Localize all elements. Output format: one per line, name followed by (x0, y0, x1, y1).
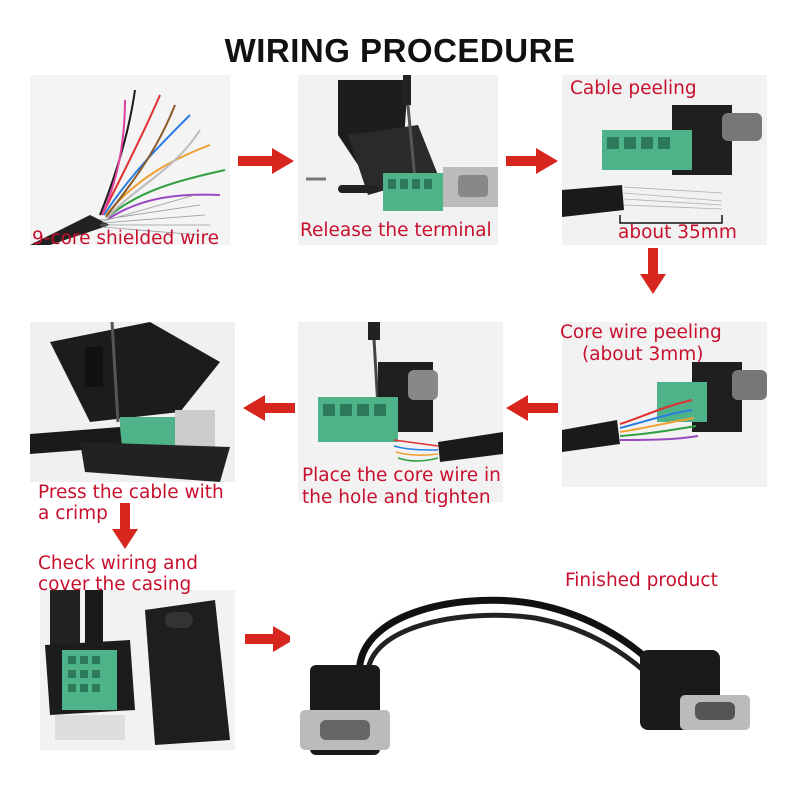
arrow-left-icon (243, 395, 295, 421)
page-title: WIRING PROCEDURE (224, 32, 576, 69)
press-cable-photo (30, 322, 235, 482)
caption-place-core-1: Place the core wire in (302, 465, 501, 486)
caption-core-wire-peeling-1: Core wire peeling (560, 322, 722, 343)
cable-peeling-photo (562, 75, 767, 245)
arrow-left-icon (506, 395, 558, 421)
arrow-right-icon (238, 148, 294, 174)
caption-core-wire-peeling-2: (about 3mm) (582, 344, 704, 365)
shielded-wire-photo (30, 75, 230, 245)
caption-finished-product: Finished product (565, 570, 718, 591)
caption-place-core-2: the hole and tighten (302, 487, 491, 508)
arrow-right-icon (506, 148, 558, 174)
arrow-down-icon (640, 248, 666, 294)
caption-press-cable-2: a crimp (38, 503, 108, 524)
caption-about-35mm: about 35mm (618, 222, 737, 243)
caption-release-terminal: Release the terminal (300, 220, 492, 241)
finished-product-photo (290, 580, 770, 760)
place-core-wire-photo (298, 322, 503, 502)
check-wiring-photo (40, 590, 235, 750)
caption-press-cable-1: Press the cable with (38, 482, 224, 503)
caption-check-wiring-2: cover the casing (38, 574, 192, 595)
arrow-right-icon (245, 626, 295, 652)
caption-check-wiring-1: Check wiring and (38, 553, 198, 574)
core-wire-peeling-photo (562, 322, 767, 487)
caption-shielded-wire: 9-core shielded wire (32, 228, 220, 249)
arrow-down-icon (112, 503, 138, 549)
caption-cable-peeling: Cable peeling (570, 78, 697, 99)
release-terminal-photo (298, 75, 498, 245)
